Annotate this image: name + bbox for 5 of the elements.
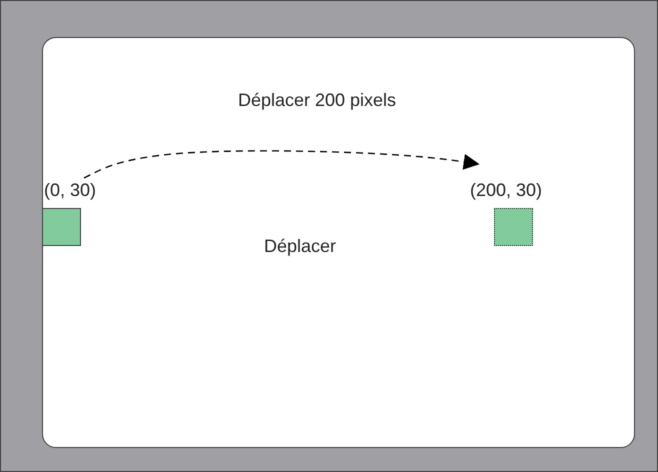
text-label: Déplacer 200 pixels xyxy=(238,90,396,111)
text-label: Déplacer xyxy=(264,236,336,257)
coordinate-label: (0, 30) xyxy=(44,180,98,201)
arrow xyxy=(84,150,480,179)
coordinate-label: (200, 30) xyxy=(470,180,544,201)
